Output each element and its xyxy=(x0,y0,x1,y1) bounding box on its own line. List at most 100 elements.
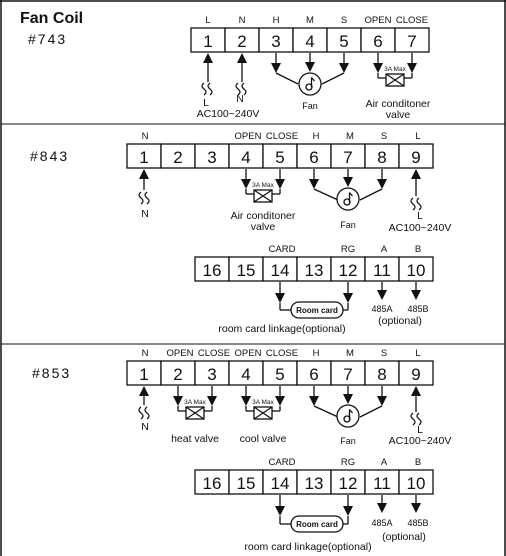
fan-label: Fan xyxy=(302,101,318,111)
valve-label: valve xyxy=(386,109,411,121)
label-l: L xyxy=(205,15,210,26)
label-b: B xyxy=(415,457,421,468)
terminal-13: 13 xyxy=(305,474,324,493)
label-n: N xyxy=(141,208,149,220)
label-h: H xyxy=(273,15,280,26)
upper-labels: N OPEN CLOSE OPEN CLOSE H M S L xyxy=(142,348,421,359)
valve-icon xyxy=(253,189,273,203)
valve-icon xyxy=(385,73,405,87)
terminal-1: 1 xyxy=(139,148,148,167)
heat-valve: 3A Max heat valve xyxy=(171,386,219,445)
model-label: #743 xyxy=(28,31,67,47)
terminal-6: 6 xyxy=(373,32,382,51)
lower-labels: CARD RG A B xyxy=(269,244,422,255)
terminal-12: 12 xyxy=(339,261,358,280)
label-n: N xyxy=(142,131,149,142)
label-close: CLOSE xyxy=(396,15,428,26)
terminal-14: 14 xyxy=(271,261,290,280)
terminal-strip: 1 2 3 4 5 6 7 8 9 xyxy=(126,143,434,169)
fan: Fan xyxy=(309,169,387,230)
label-rg: RG xyxy=(341,244,355,255)
label-l: L xyxy=(203,97,209,109)
label-rg: RG xyxy=(341,457,355,468)
upper-labels: L N H M S OPEN CLOSE xyxy=(205,15,428,26)
terminal-4: 4 xyxy=(305,32,314,51)
rs485-terminals: 485A 485B (optional) xyxy=(371,282,429,327)
label-h: H xyxy=(313,131,320,142)
label-a: A xyxy=(381,457,388,468)
optional-label: (optional) xyxy=(378,315,422,327)
terminal-11: 11 xyxy=(373,261,391,280)
label-m: M xyxy=(306,15,314,26)
live-input: L AC100~240V xyxy=(389,386,451,447)
valve-label: Air conditoner xyxy=(366,98,431,110)
lower-labels: CARD RG A B xyxy=(269,457,422,468)
terminal-15: 15 xyxy=(237,261,256,280)
label-l: L xyxy=(417,424,423,436)
upper-labels: N OPEN CLOSE H M S L xyxy=(142,131,421,142)
fan: Fan xyxy=(309,386,387,446)
valve-icon xyxy=(185,406,205,420)
terminal-1: 1 xyxy=(203,32,212,51)
cool-valve: 3A Max cool valve xyxy=(240,386,287,445)
fan-label: Fan xyxy=(340,220,356,230)
terminal-5: 5 xyxy=(339,32,348,51)
rs485-terminals: 485A 485B (optional) xyxy=(371,495,429,543)
label-m: M xyxy=(346,348,354,359)
terminal-strip: 1 2 3 4 5 6 7 xyxy=(190,27,430,53)
label-s: S xyxy=(381,348,387,359)
terminal-11: 11 xyxy=(373,474,391,493)
valve-rating: 3A Max xyxy=(252,399,274,406)
label-a: A xyxy=(381,244,388,255)
lower-terminal-strip: 16 15 14 13 12 11 10 xyxy=(194,469,434,495)
room-card-linkage: Room card room card linkage(optional) xyxy=(244,495,372,553)
supply-voltage: AC100~240V xyxy=(389,222,452,234)
label-s: S xyxy=(341,15,347,26)
terminal-15: 15 xyxy=(237,474,256,493)
model-label: #843 xyxy=(30,148,69,164)
supply-voltage: AC100~240V xyxy=(197,108,260,120)
terminal-7: 7 xyxy=(343,148,352,167)
live-input: L AC100~240V xyxy=(389,169,452,234)
section-743: #743 L N H M S OPEN CLOSE 1 2 3 4 5 6 7 xyxy=(28,15,431,121)
label-open: OPEN xyxy=(235,348,262,359)
label-close: CLOSE xyxy=(198,348,230,359)
fan-icon xyxy=(298,72,322,96)
terminal-10: 10 xyxy=(407,474,426,493)
room-card-linkage: Room card room card linkage(optional) xyxy=(218,282,353,335)
terminal-3: 3 xyxy=(207,365,216,384)
label-open: OPEN xyxy=(365,15,392,26)
fan-label: Fan xyxy=(340,436,356,446)
label-n: N xyxy=(142,348,149,359)
label-485b: 485B xyxy=(407,518,428,528)
optional-label: (optional) xyxy=(382,531,426,543)
valve-label: Air conditoner xyxy=(231,210,296,222)
label-n: N xyxy=(239,15,246,26)
terminal-5: 5 xyxy=(275,365,284,384)
label-open: OPEN xyxy=(167,348,194,359)
terminal-2: 2 xyxy=(237,32,246,51)
terminal-8: 8 xyxy=(377,148,386,167)
label-card: CARD xyxy=(269,244,296,255)
linkage-label: room card linkage(optional) xyxy=(244,541,371,553)
fan-icon xyxy=(336,187,360,211)
fan-icon xyxy=(336,404,360,428)
valve-rating: 3A Max xyxy=(184,399,206,406)
terminal-8: 8 xyxy=(377,365,386,384)
section-853: #853 N OPEN CLOSE OPEN CLOSE H M S L 1 2… xyxy=(32,348,451,553)
label-b: B xyxy=(415,244,421,255)
terminal-4: 4 xyxy=(241,148,250,167)
valve-rating: 3A Max xyxy=(252,182,274,189)
label-close: CLOSE xyxy=(266,348,298,359)
valve: 3A Max Air conditoner valve xyxy=(231,169,296,233)
terminal-14: 14 xyxy=(271,474,290,493)
label-card: CARD xyxy=(269,457,296,468)
terminal-6: 6 xyxy=(309,365,318,384)
valve-rating: 3A Max xyxy=(384,66,406,73)
power-input: L N AC100~240V xyxy=(197,53,260,120)
model-label: #853 xyxy=(32,365,71,381)
neutral-input: N xyxy=(138,386,150,433)
terminal-strip: 1 2 3 4 5 6 7 8 9 xyxy=(126,360,434,386)
